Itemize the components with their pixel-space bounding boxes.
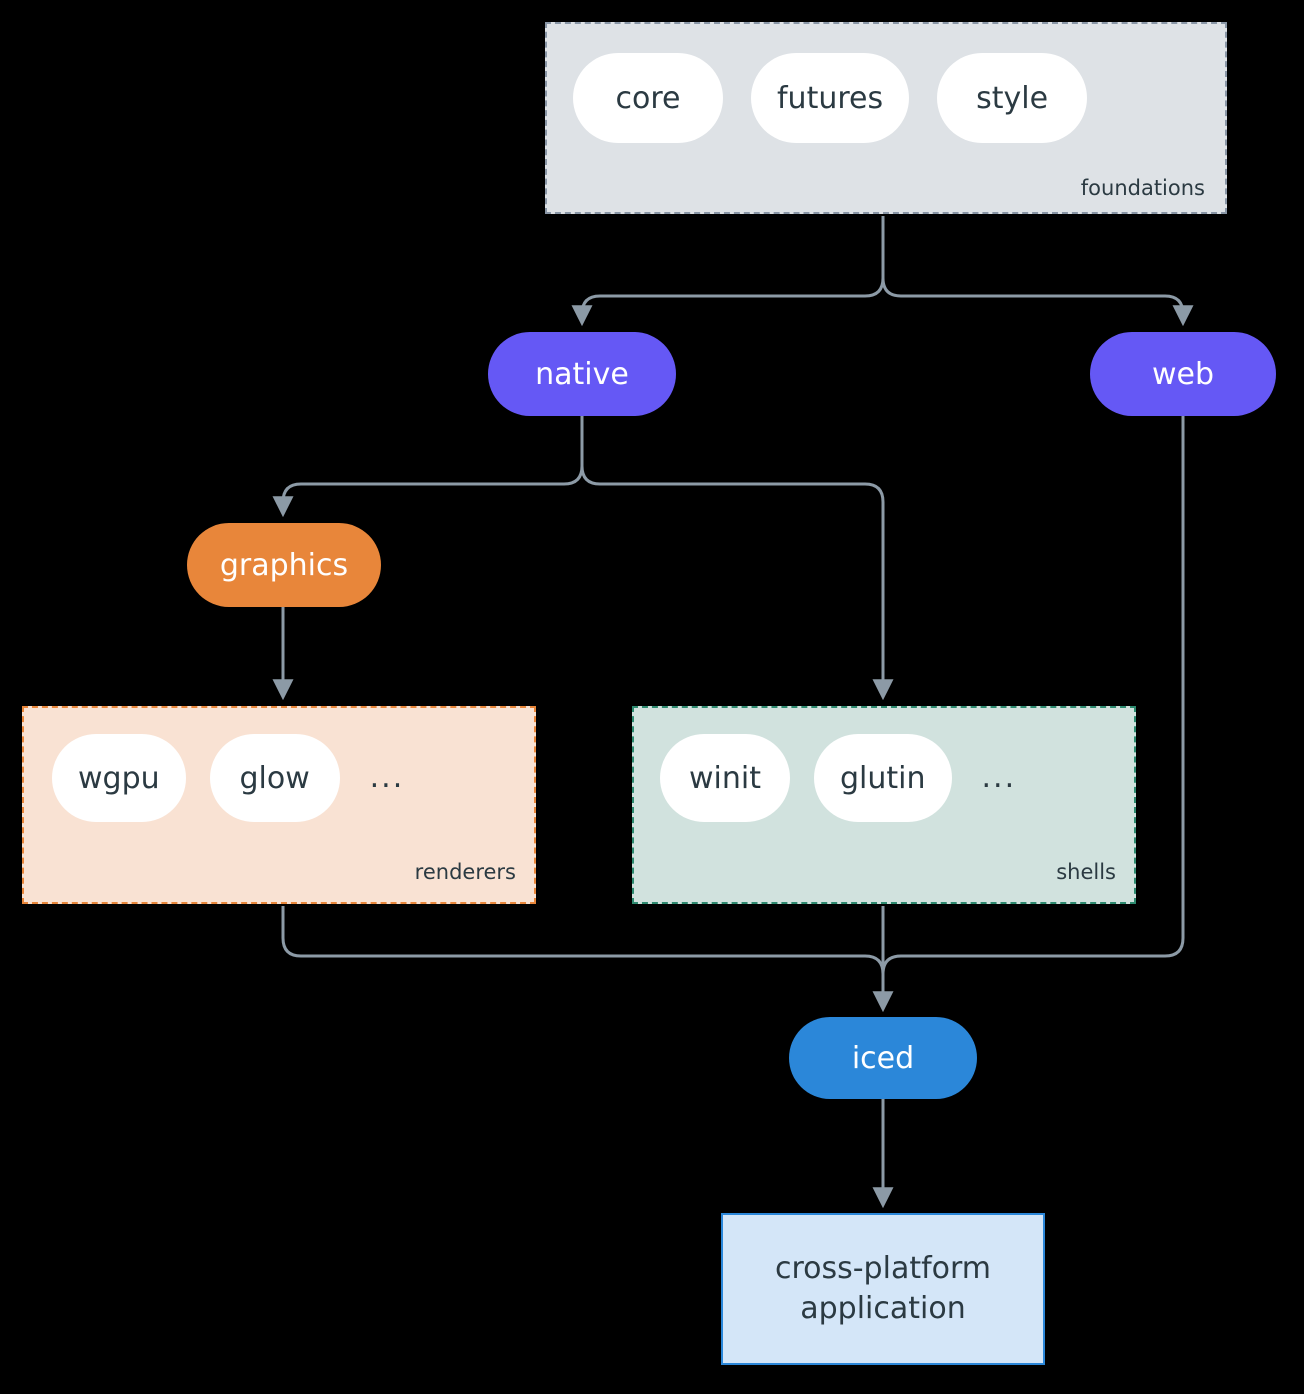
node-graphics[interactable]: graphics xyxy=(187,523,381,607)
pill-core[interactable]: core xyxy=(573,53,723,143)
node-iced[interactable]: iced xyxy=(789,1017,977,1099)
pill-style[interactable]: style xyxy=(937,53,1088,143)
group-shells: winit glutin ... shells xyxy=(632,706,1136,904)
application-line-2: application xyxy=(800,1291,966,1326)
group-label-renderers: renderers xyxy=(414,860,516,884)
node-cross-platform-application[interactable]: cross-platform application xyxy=(721,1213,1045,1365)
group-label-foundations: foundations xyxy=(1080,176,1205,200)
group-foundations: core futures style foundations xyxy=(545,22,1227,214)
pill-winit[interactable]: winit xyxy=(660,734,790,822)
shells-pill-row: winit glutin ... xyxy=(660,734,1016,822)
renderers-more-ellipsis: ... xyxy=(369,760,405,795)
group-label-shells: shells xyxy=(1056,860,1116,884)
pill-wgpu[interactable]: wgpu xyxy=(52,734,186,822)
pill-glow[interactable]: glow xyxy=(209,734,340,822)
renderers-pill-row: wgpu glow ... xyxy=(52,734,404,822)
foundations-pill-row: core futures style xyxy=(573,53,1088,143)
node-web[interactable]: web xyxy=(1090,332,1276,416)
edge-foundations-to-native-web xyxy=(571,216,1194,327)
pill-glutin[interactable]: glutin xyxy=(814,734,952,822)
group-renderers: wgpu glow ... renderers xyxy=(22,706,536,904)
application-line-1: cross-platform xyxy=(774,1251,992,1287)
node-native[interactable]: native xyxy=(488,332,676,416)
pill-futures[interactable]: futures xyxy=(751,53,910,143)
shells-more-ellipsis: ... xyxy=(981,760,1017,795)
